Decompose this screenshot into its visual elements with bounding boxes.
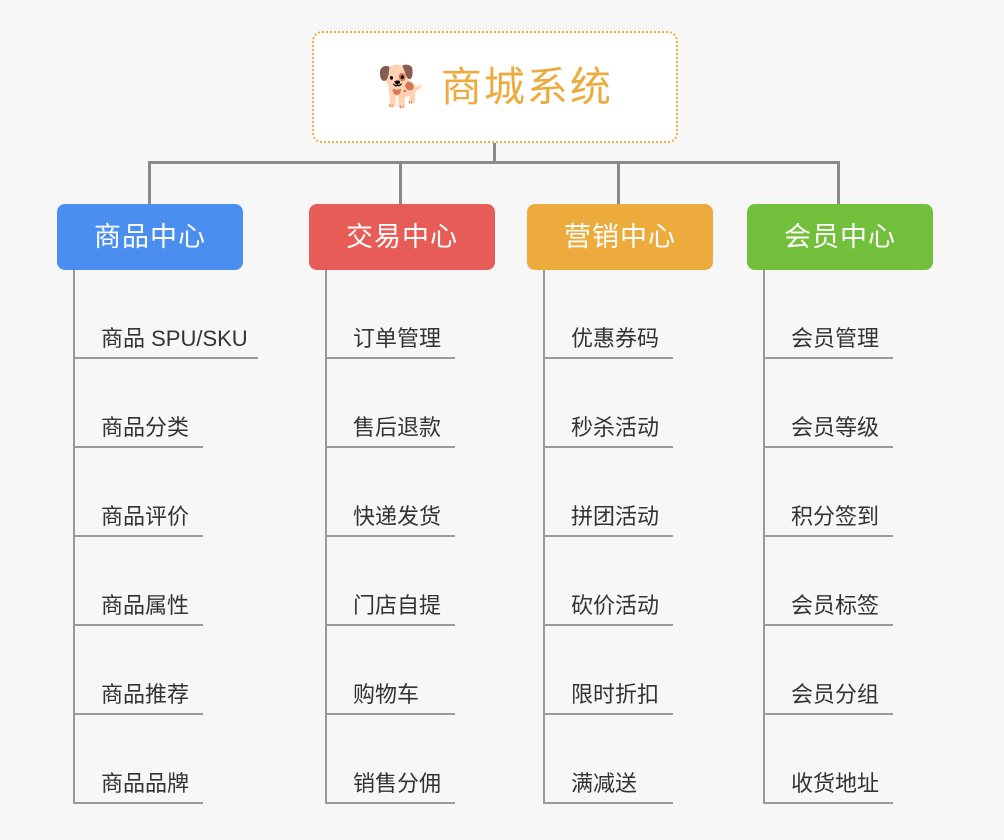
leaf-item-label: 会员管理 [791,325,880,351]
leaf-item[interactable]: 拼团活动 [543,448,803,537]
leaf-item-underline: 会员分组 [763,681,893,715]
leaf-item-underline: 销售分佣 [325,770,455,804]
leaf-item-underline: 商品 SPU/SKU [73,325,258,359]
category-label: 商品中心 [94,221,206,252]
leaf-item[interactable]: 会员分组 [763,626,1004,715]
leaf-item-label: 收货地址 [791,770,880,796]
leaf-item-underline: 限时折扣 [543,681,673,715]
leaf-item[interactable]: 订单管理 [325,270,585,359]
leaf-item-label: 商品分类 [101,414,190,440]
leaf-item[interactable]: 秒杀活动 [543,359,803,448]
leaf-list-member: 会员管理会员等级积分签到会员标签会员分组收货地址 [763,270,1004,804]
category-label: 会员中心 [784,221,896,252]
leaf-item-underline: 商品品牌 [73,770,203,804]
leaf-item-label: 购物车 [353,681,420,707]
leaf-item[interactable]: 限时折扣 [543,626,803,715]
leaf-item[interactable]: 会员管理 [763,270,1004,359]
category-header-product[interactable]: 商品中心 [57,204,243,270]
leaf-list-product: 商品 SPU/SKU 商品分类商品评价商品属性商品推荐商品品牌 [73,270,333,804]
leaf-item-underline: 拼团活动 [543,503,673,537]
leaf-item-label: 商品推荐 [101,681,190,707]
leaf-item[interactable]: 满减送 [543,715,803,804]
leaf-item[interactable]: 售后退款 [325,359,585,448]
category-column-trade: 交易中心 [309,204,495,270]
leaf-item-underline: 商品属性 [73,592,203,626]
connector-drop-1 [148,161,151,205]
leaf-item-label: 快递发货 [353,503,442,529]
leaf-item-label: 商品属性 [101,592,190,618]
leaf-item[interactable]: 会员等级 [763,359,1004,448]
leaf-item-underline: 快递发货 [325,503,455,537]
leaf-item-label: 拼团活动 [571,503,660,529]
leaf-item[interactable]: 商品推荐 [73,626,333,715]
leaf-item[interactable]: 会员标签 [763,537,1004,626]
leaf-item-underline: 会员管理 [763,325,893,359]
leaf-item[interactable]: 优惠券码 [543,270,803,359]
leaf-item-label: 会员分组 [791,681,880,707]
leaf-item-label: 优惠券码 [571,325,660,351]
category-column-product: 商品中心 [57,204,243,270]
leaf-item[interactable]: 商品属性 [73,537,333,626]
category-label: 营销中心 [564,221,676,252]
leaf-item-underline: 商品推荐 [73,681,203,715]
leaf-item-label: 订单管理 [353,325,442,351]
leaf-item-underline: 购物车 [325,681,455,715]
leaf-item[interactable]: 积分签到 [763,448,1004,537]
leaf-item[interactable]: 商品分类 [73,359,333,448]
leaf-item-label: 销售分佣 [353,770,442,796]
leaf-item-label: 秒杀活动 [571,414,660,440]
leaf-item-underline: 门店自提 [325,592,455,626]
leaf-item-underline: 订单管理 [325,325,455,359]
leaf-item[interactable]: 收货地址 [763,715,1004,804]
leaf-item-underline: 售后退款 [325,414,455,448]
category-column-marketing: 营销中心 [527,204,713,270]
category-header-member[interactable]: 会员中心 [747,204,933,270]
leaf-item-label: 售后退款 [353,414,442,440]
leaf-item-underline: 优惠券码 [543,325,673,359]
leaf-item[interactable]: 砍价活动 [543,537,803,626]
leaf-item-label: 限时折扣 [571,681,660,707]
leaf-item-underline: 满减送 [543,770,673,804]
leaf-item-underline: 收货地址 [763,770,893,804]
leaf-item-label: 满减送 [571,770,638,796]
leaf-item-underline: 商品分类 [73,414,203,448]
leaf-item[interactable]: 购物车 [325,626,585,715]
leaf-item[interactable]: 商品 SPU/SKU [73,270,333,359]
connector-drop-4 [837,161,840,205]
connector-drop-3 [617,161,620,205]
leaf-list-marketing: 优惠券码秒杀活动拼团活动砍价活动限时折扣满减送 [543,270,803,804]
leaf-item-underline: 秒杀活动 [543,414,673,448]
leaf-item-label: 商品 SPU/SKU [101,325,248,351]
leaf-item[interactable]: 门店自提 [325,537,585,626]
connector-drop-2 [399,161,402,205]
category-header-marketing[interactable]: 营销中心 [527,204,713,270]
leaf-item[interactable]: 商品评价 [73,448,333,537]
category-header-trade[interactable]: 交易中心 [309,204,495,270]
leaf-list-trade: 订单管理售后退款快递发货门店自提购物车销售分佣 [325,270,585,804]
leaf-item-underline: 商品评价 [73,503,203,537]
category-label: 交易中心 [346,221,458,252]
root-node-label: 商城系统 [440,63,613,110]
leaf-item-underline: 积分签到 [763,503,893,537]
leaf-item-label: 积分签到 [791,503,880,529]
leaf-item-label: 砍价活动 [571,592,660,618]
leaf-item-label: 会员标签 [791,592,880,618]
leaf-item-label: 门店自提 [353,592,442,618]
leaf-item[interactable]: 销售分佣 [325,715,585,804]
leaf-item-label: 商品评价 [101,503,190,529]
leaf-item-underline: 会员标签 [763,592,893,626]
connector-root-stem [493,143,496,164]
shiba-dog-face-icon: 🐕 [377,65,427,109]
leaf-item[interactable]: 商品品牌 [73,715,333,804]
connector-horizontal-bus [148,161,840,164]
root-node-mall-system[interactable]: 🐕 商城系统 [312,31,678,143]
leaf-item[interactable]: 快递发货 [325,448,585,537]
leaf-item-underline: 会员等级 [763,414,893,448]
leaf-item-label: 会员等级 [791,414,880,440]
leaf-item-label: 商品品牌 [101,770,190,796]
leaf-item-underline: 砍价活动 [543,592,673,626]
category-column-member: 会员中心 [747,204,933,270]
